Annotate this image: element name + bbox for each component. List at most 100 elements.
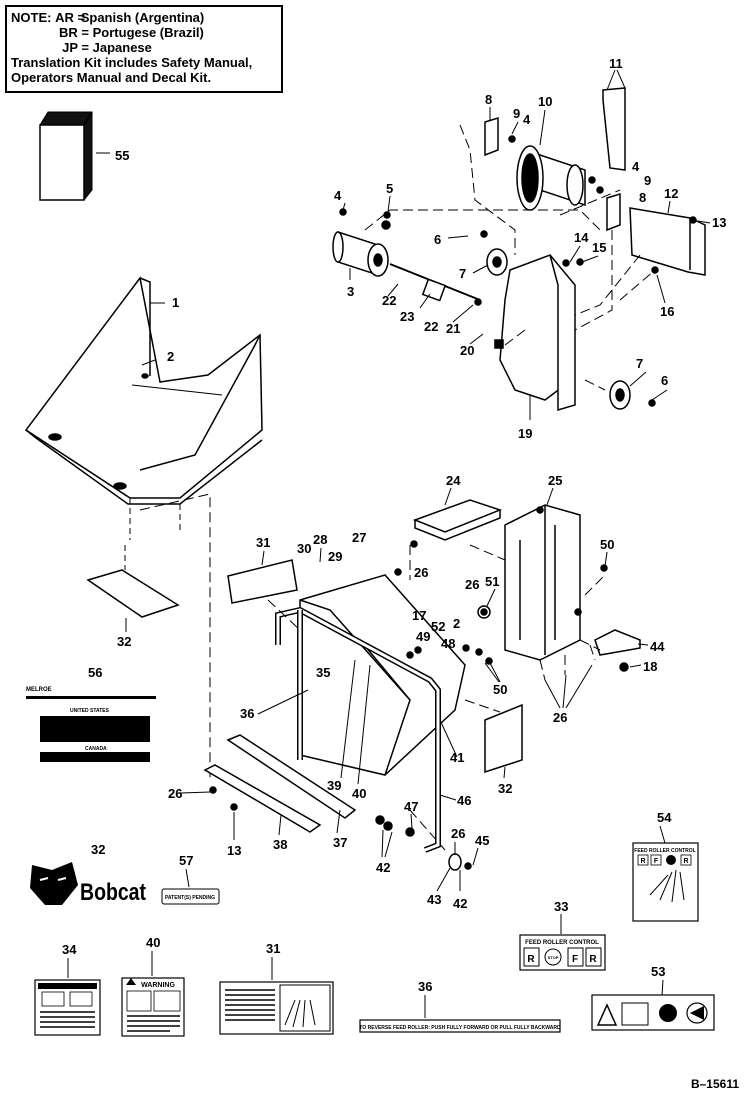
callout-32-logo: 32 — [91, 842, 105, 857]
callout-37: 37 — [333, 835, 347, 850]
d33-key-r2: R — [589, 954, 597, 965]
d54-key-f: F — [654, 858, 659, 865]
callout-55: 55 — [115, 148, 129, 163]
d56-brand: MELROE — [26, 687, 52, 693]
upper-assembly-lines — [364, 124, 656, 391]
callout-1: 1 — [172, 295, 179, 310]
document-id: B–15611 — [690, 1077, 739, 1091]
callout-7-top: 7 — [459, 266, 466, 281]
decal-32-left — [86, 569, 180, 618]
callout-9-right: 9 — [644, 173, 651, 188]
decal-54: FEED ROLLER CONTROL R F R — [632, 842, 699, 922]
kit-text-line2: Operators Manual and Decal Kit. — [11, 70, 212, 85]
bobcat-logo-32: Bobcat — [30, 862, 146, 906]
lang-name-jp: Japanese — [92, 40, 152, 55]
callout-44: 44 — [650, 639, 665, 654]
callout-48: 48 — [441, 636, 455, 651]
callout-19: 19 — [518, 426, 532, 441]
manual-book-55 — [39, 111, 110, 201]
callout-24: 24 — [446, 473, 461, 488]
callout-27: 27 — [352, 530, 366, 545]
d33-title: FEED ROLLER CONTROL — [525, 940, 599, 946]
d54-key-r2: R — [683, 858, 688, 865]
callout-28: 28 — [313, 532, 327, 547]
d36-text: TO REVERSE FEED ROLLER: PUSH FULLY FORWA… — [359, 1025, 561, 1031]
callout-26-left: 26 — [168, 786, 182, 801]
callout-34: 34 — [62, 942, 77, 957]
callout-53: 53 — [651, 964, 665, 979]
d56-country1: UNITED STATES — [70, 708, 110, 714]
hopper-assembly-lines — [267, 544, 606, 851]
d33-key-r1: R — [527, 954, 535, 965]
callout-2: 2 — [167, 349, 174, 364]
callout-26-bottom: 26 — [451, 826, 465, 841]
d56-country2: CANADA — [85, 746, 107, 752]
lang-code-br: BR = — [59, 25, 89, 40]
callout-36-upper: 36 — [240, 706, 254, 721]
callout-36-lower: 36 — [418, 979, 432, 994]
callout-22-left: 22 — [382, 293, 396, 308]
callout-30: 30 — [297, 541, 311, 556]
callout-4-right: 4 — [632, 159, 640, 174]
decal-33-feed-roller-control: FEED ROLLER CONTROL R STOP F R — [519, 934, 606, 971]
translation-note-box: NOTE: AR = Spanish (Argentina) BR = Port… — [5, 5, 283, 93]
leader-lines — [67, 69, 711, 1018]
callout-31-upper: 31 — [256, 535, 270, 550]
callout-39: 39 — [327, 778, 341, 793]
callout-4-top: 4 — [523, 112, 531, 127]
callout-32-left: 32 — [117, 634, 131, 649]
note-title: NOTE: — [11, 10, 52, 25]
callout-42-right: 42 — [453, 896, 467, 911]
decal-34 — [34, 979, 101, 1036]
callout-43: 43 — [427, 892, 441, 907]
callout-26-upper: 26 — [414, 565, 428, 580]
decal-57: PATENT(S) PENDING — [161, 888, 220, 905]
callout-8-right: 8 — [639, 190, 646, 205]
callout-3: 3 — [347, 284, 354, 299]
bobcat-wordmark: Bobcat — [80, 879, 146, 906]
callout-9-top: 9 — [513, 106, 520, 121]
callout-23: 23 — [400, 309, 414, 324]
d33-key-f: F — [572, 954, 578, 965]
callout-54: 54 — [657, 810, 672, 825]
callout-33: 33 — [554, 899, 568, 914]
d40-title: WARNING — [141, 982, 175, 989]
callout-38: 38 — [273, 837, 287, 852]
callout-49: 49 — [416, 629, 430, 644]
callout-11: 11 — [609, 56, 623, 71]
callout-26-mid: 26 — [465, 577, 479, 592]
callout-4-left: 4 — [334, 188, 342, 203]
lang-code-jp: JP = — [62, 40, 89, 55]
callout-7-bottom: 7 — [636, 356, 643, 371]
callout-25: 25 — [548, 473, 562, 488]
callout-21: 21 — [446, 321, 460, 336]
callout-8-top: 8 — [485, 92, 492, 107]
lang-name-br: Portugese (Brazil) — [92, 25, 204, 40]
callout-47: 47 — [404, 799, 418, 814]
callout-17: 17 — [412, 608, 426, 623]
drive-assembly — [332, 87, 706, 420]
decal-36: TO REVERSE FEED ROLLER: PUSH FULLY FORWA… — [359, 1019, 561, 1033]
callout-15: 15 — [592, 240, 606, 255]
callout-52: 52 — [431, 619, 445, 634]
d57-text: PATENT(S) PENDING — [165, 895, 215, 901]
d54-title: FEED ROLLER CONTROL — [634, 848, 695, 854]
decal-31-lower — [219, 981, 334, 1035]
decal-40-warning: WARNING — [121, 977, 185, 1037]
callout-labels: 55 1 2 32 56 3 4 5 6 7 8 9 10 11 12 13 1… — [62, 56, 726, 994]
callout-45: 45 — [475, 833, 489, 848]
callout-18: 18 — [643, 659, 657, 674]
callout-57: 57 — [179, 853, 193, 868]
kit-text-line1: Translation Kit includes Safety Manual, — [11, 55, 253, 70]
callout-16: 16 — [660, 304, 674, 319]
decal-53 — [591, 994, 715, 1031]
hopper-assembly — [203, 499, 641, 871]
decal-56-patent: MELROE UNITED STATES CANADA — [26, 687, 156, 762]
callout-50-lower: 50 — [493, 682, 507, 697]
callout-22-right: 22 — [424, 319, 438, 334]
callout-41: 41 — [450, 750, 464, 765]
callout-56: 56 — [88, 665, 102, 680]
callout-35: 35 — [316, 665, 330, 680]
callout-5: 5 — [386, 181, 393, 196]
